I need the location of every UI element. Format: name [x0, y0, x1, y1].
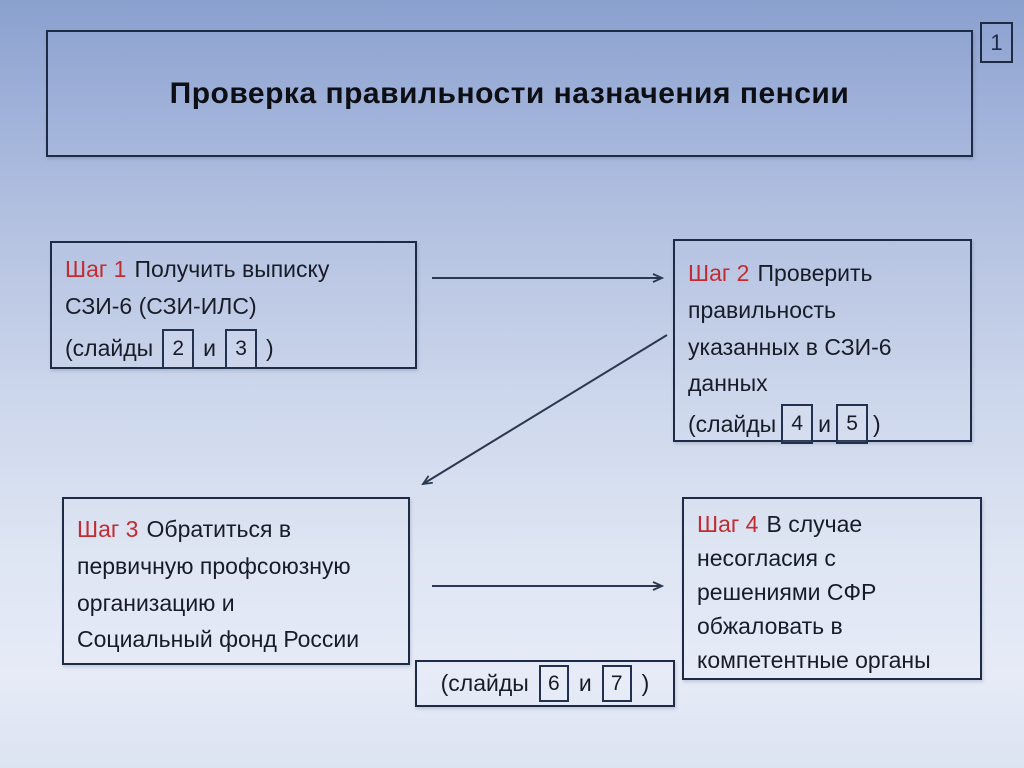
- step-2-slides-ref: (слайды 4 и 5 ): [688, 403, 957, 445]
- slide-ref-square: 7: [601, 665, 632, 702]
- slide-ref-square: 4: [781, 404, 814, 445]
- step-3-text: Обратиться в первичную профсоюзную орган…: [77, 516, 360, 653]
- slide-ref-square: 3: [225, 328, 258, 369]
- slides-conjunction: и: [203, 335, 217, 362]
- step-3-label: Шаг 3: [77, 516, 139, 542]
- step-1-label: Шаг 1: [65, 256, 127, 282]
- slide-number-badge: 1: [980, 22, 1013, 63]
- slides-suffix: ): [873, 410, 881, 437]
- footnote-slides-box: (слайды 6 и 7 ): [415, 660, 675, 707]
- step-1-text: Получить выписку СЗИ-6 (СЗИ-ИЛС): [65, 256, 330, 319]
- title-box: Проверка правильности назначения пенсии: [46, 30, 973, 157]
- step-1-slides-ref: (слайды 2 и 3 ): [65, 328, 402, 370]
- page-title: Проверка правильности назначения пенсии: [169, 76, 850, 110]
- slide-ref-square: 6: [538, 665, 569, 702]
- step-4-label: Шаг 4: [697, 511, 759, 537]
- slide-ref-square: 5: [836, 404, 869, 445]
- slides-conjunction: и: [578, 670, 592, 696]
- step-2-label: Шаг 2: [688, 260, 750, 286]
- slides-suffix: ): [266, 335, 274, 362]
- arrow-step2-to-step3: [421, 334, 668, 486]
- slides-prefix: (слайды: [440, 670, 529, 696]
- slide-ref-square: 2: [162, 328, 195, 369]
- slides-conjunction: и: [818, 410, 832, 437]
- slides-prefix: (слайды: [65, 335, 154, 362]
- step-2-text: Проверить правильность указанных в СЗИ-6…: [688, 260, 892, 397]
- step-4-text: В случае несогласия с решениями СФР обжа…: [697, 511, 931, 674]
- slides-suffix: ): [641, 670, 650, 696]
- slides-prefix: (слайды: [688, 410, 777, 437]
